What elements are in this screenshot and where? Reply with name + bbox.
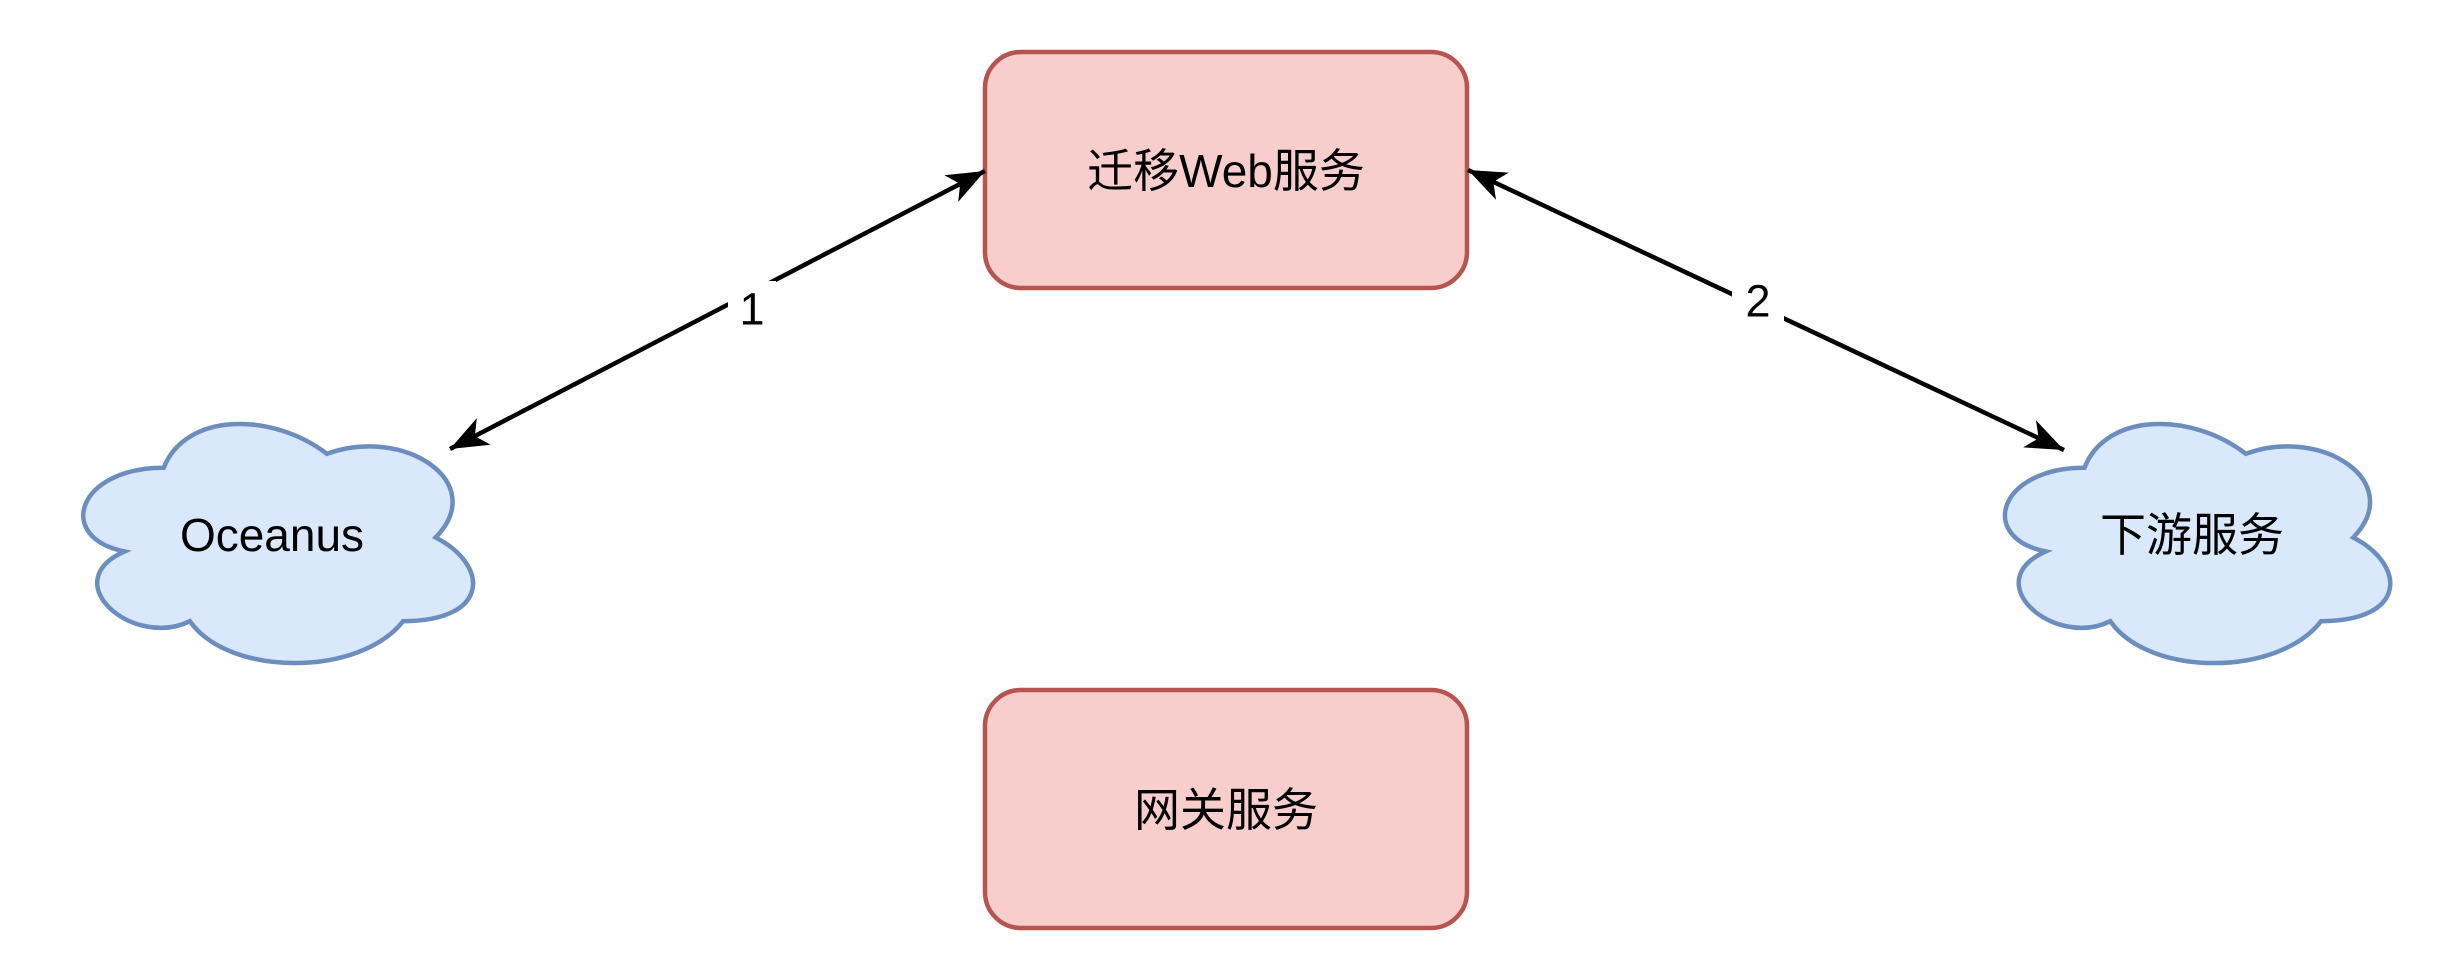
rounded-rectangle-shape: [982, 49, 1470, 291]
cloud-shape: [2002, 421, 2393, 666]
edge-oceanus-to-migration-web-service: 1: [448, 169, 987, 451]
edge-label-background: [728, 281, 776, 333]
edge-migration-web-service-to-downstream-service: 2: [1467, 167, 2065, 453]
node-label-migration-web-service: 迁移Web服务: [1087, 145, 1365, 197]
edge-label-background: [1732, 273, 1784, 325]
node-label-downstream-service: 下游服务: [2100, 509, 2284, 561]
node-label-gateway-service: 网关服务: [1134, 784, 1318, 836]
node-downstream-service: 下游服务: [2002, 421, 2393, 666]
node-gateway-service: 网关服务: [982, 687, 1470, 931]
node-oceanus: Oceanus: [81, 421, 476, 666]
edge-label-1: 1: [739, 284, 764, 335]
node-migration-web-service: 迁移Web服务: [982, 49, 1470, 291]
cloud-shape: [81, 421, 476, 666]
rounded-rectangle-shape: [982, 687, 1470, 931]
edge-label-2: 2: [1745, 276, 1770, 327]
node-label-oceanus: Oceanus: [180, 509, 364, 561]
edge-line: [448, 169, 987, 451]
